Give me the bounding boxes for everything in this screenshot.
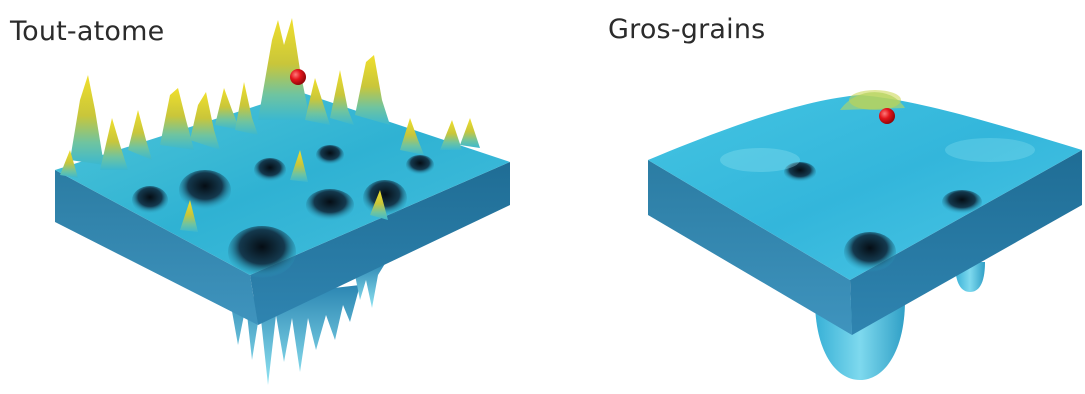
left-side-wall <box>648 160 852 335</box>
top-surface <box>648 95 1082 280</box>
panel-title-all-atom: Tout-atome <box>10 16 165 47</box>
panel-title-coarse-grained: Gros-grains <box>608 14 766 45</box>
smooth-landscape <box>648 90 1082 380</box>
energy-peaks <box>60 18 480 232</box>
rough-landscape <box>55 18 510 385</box>
right-side-wall <box>850 150 1082 335</box>
red-sphere-marker <box>290 69 306 85</box>
right-side-wall <box>250 162 510 325</box>
red-sphere-marker <box>879 108 895 124</box>
left-side-wall <box>55 170 258 325</box>
